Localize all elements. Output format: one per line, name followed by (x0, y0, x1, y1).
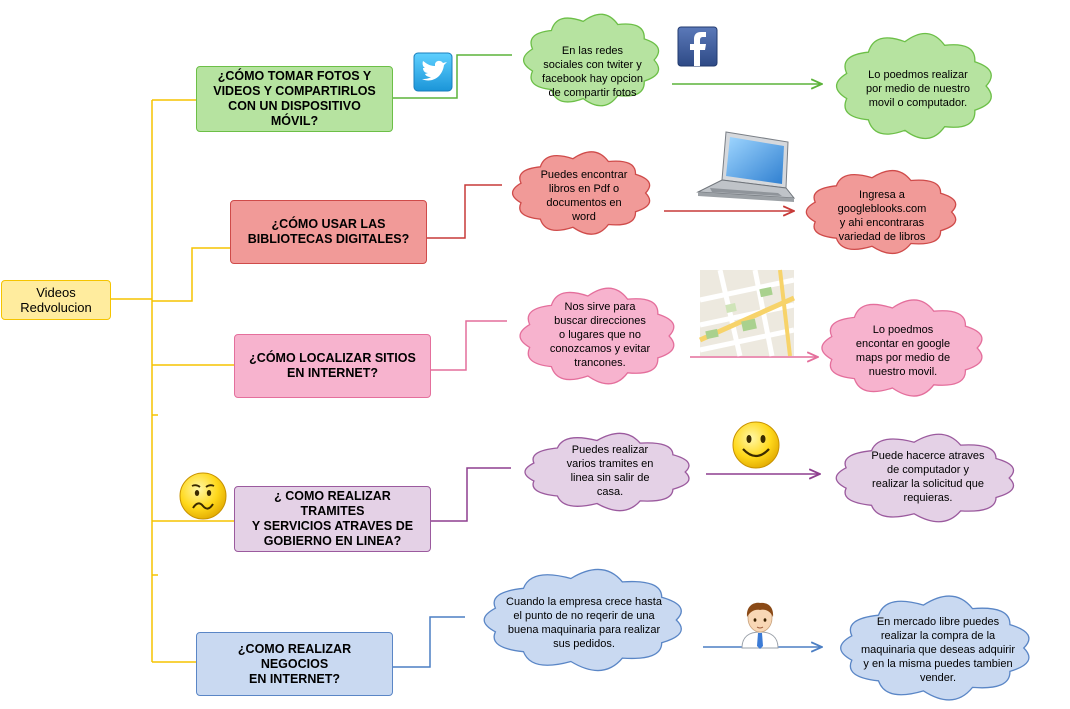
cloud-answer-1 (522, 13, 660, 107)
answer-social-networks: En las redes sociales con twiter y faceb… (520, 30, 665, 114)
answer-label: Cuando la empresa crece hasta el punto d… (506, 596, 662, 650)
question-label: ¿CÓMO LOCALIZAR SITIOS EN INTERNET? (249, 351, 416, 380)
question-label: ¿COMO REALIZAR NEGOCIOS EN INTERNET? (237, 641, 352, 686)
root-connectors (111, 99, 234, 663)
answer-label: Puedes realizar varios tramites en linea… (566, 444, 654, 498)
businessman-icon (741, 602, 779, 649)
result-label: En mercado libre puedes realizar la comp… (860, 616, 1016, 684)
question-locate-sites: ¿CÓMO LOCALIZAR SITIOS EN INTERNET? (234, 334, 431, 398)
cloud-result-4 (835, 433, 1015, 523)
cloud-result-2 (805, 169, 957, 255)
answer-label: En las redes sociales con twiter y faceb… (542, 45, 643, 99)
branch-2-connectors (427, 184, 794, 239)
question-label: ¿CÓMO TOMAR FOTOS Y VIDEOS Y COMPARTIRLO… (213, 69, 376, 128)
facebook-icon (677, 26, 718, 67)
cloud-result-3 (821, 299, 983, 397)
result-mercado-libre: En mercado libre puedes realizar la comp… (828, 600, 1048, 700)
result-label: Lo poedmos encontar en google maps por m… (855, 324, 951, 378)
smiley-face-icon (732, 421, 780, 469)
question-digital-libraries: ¿CÓMO USAR LAS BIBLIOTECAS DIGITALES? (230, 200, 427, 264)
branch-4-connectors (431, 467, 820, 522)
root-label: Videos Redvolucion (20, 285, 92, 315)
cloud-answer-5 (483, 568, 682, 672)
result-label: Lo poedmos realizar por medio de nuestro… (866, 69, 970, 109)
cloud-result-5 (840, 595, 1030, 701)
cloud-answer-3 (519, 287, 675, 385)
branch-3-connectors (431, 320, 818, 371)
twitter-icon (413, 52, 453, 92)
question-government-procedures: ¿ COMO REALIZAR TRAMITES Y SERVICIOS ATR… (234, 486, 431, 552)
question-label: ¿CÓMO USAR LAS BIBLIOTECAS DIGITALES? (247, 217, 410, 246)
worried-face-icon (179, 472, 227, 520)
cloud-answer-2 (511, 151, 651, 235)
result-label: Puede hacerce atraves de computador y re… (871, 450, 985, 504)
branch-1-connectors (393, 54, 822, 99)
result-googlebooks: Ingresa a googleblooks.com y ahi encontr… (802, 176, 962, 256)
answer-label: Puedes encontrar libros en Pdf o documen… (540, 169, 628, 223)
answer-company-growth: Cuando la empresa crece hasta el punto d… (470, 576, 698, 670)
answer-online-procedures: Puedes realizar varios tramites en linea… (520, 432, 700, 510)
result-request: Puede hacerce atraves de computador y re… (830, 434, 1026, 520)
question-photos-videos: ¿CÓMO TOMAR FOTOS Y VIDEOS Y COMPARTIRLO… (196, 66, 393, 132)
cloud-answer-4 (524, 432, 690, 512)
answer-label: Nos sirve para buscar direcciones o luga… (549, 301, 651, 369)
result-label: Ingresa a googleblooks.com y ahi encontr… (837, 189, 927, 243)
result-google-maps: Lo poedmos encontar en google maps por m… (818, 306, 988, 396)
answer-pdf-books: Puedes encontrar libros en Pdf o documen… (510, 154, 658, 238)
question-label: ¿ COMO REALIZAR TRAMITES Y SERVICIOS ATR… (251, 489, 414, 548)
question-online-business: ¿COMO REALIZAR NEGOCIOS EN INTERNET? (196, 632, 393, 696)
answer-find-addresses: Nos sirve para buscar direcciones o luga… (515, 290, 685, 380)
cloud-result-1 (835, 32, 992, 140)
root-node: Videos Redvolucion (1, 280, 111, 320)
laptop-icon (696, 131, 796, 202)
result-mobile-computer: Lo poedmos realizar por medio de nuestro… (832, 46, 1004, 132)
map-icon (698, 269, 796, 357)
